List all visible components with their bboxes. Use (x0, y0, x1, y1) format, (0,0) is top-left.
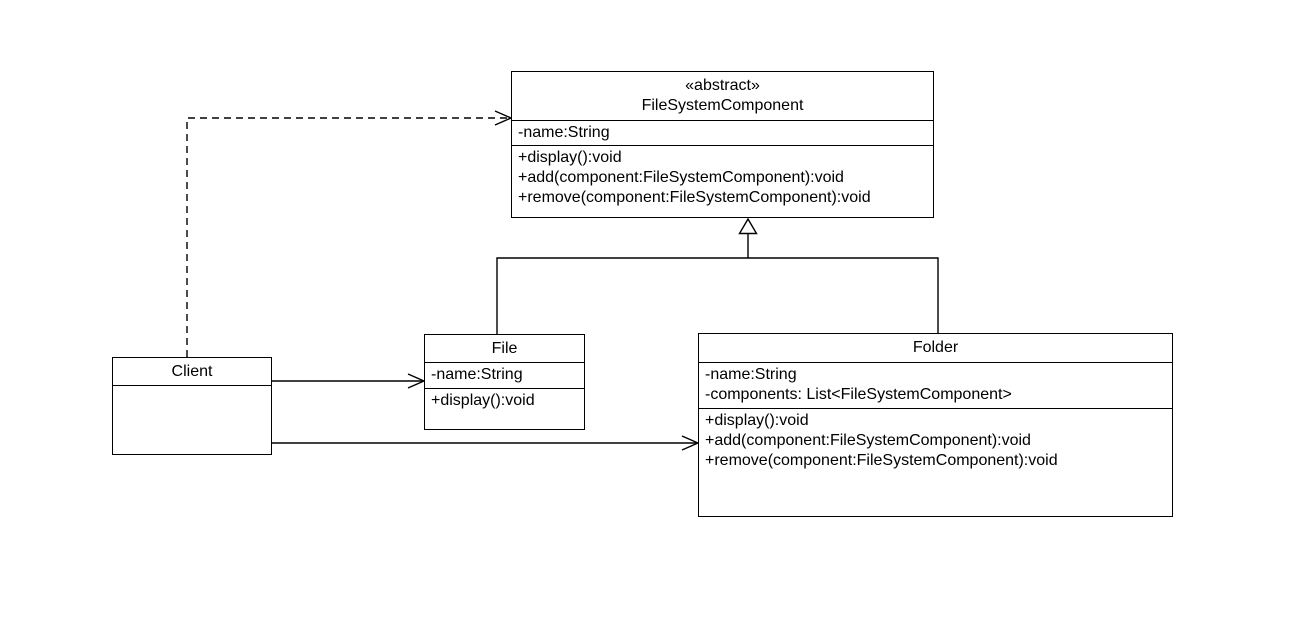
method-item: +display():void (431, 392, 535, 409)
class-name: Client (171, 362, 213, 380)
class-name: Folder (912, 339, 959, 356)
class-name: File (491, 339, 518, 357)
dependency-line (186, 117, 508, 357)
empty-body-compartment (113, 385, 271, 454)
generalization-branch-line (496, 257, 939, 334)
title-compartment: Folder (699, 334, 1172, 362)
dependency-open-arrowhead-icon (494, 110, 512, 126)
association-client-file-arrowhead-icon (407, 373, 425, 389)
method-item: +display():void (518, 149, 622, 166)
class-box-filesystemcomponent[interactable]: «abstract» FileSystemComponent -name:Str… (511, 71, 934, 218)
method-item: +add(component:FileSystemComponent):void (518, 169, 844, 186)
method-item: +remove(component:FileSystemComponent):v… (705, 452, 1058, 469)
method-item: +add(component:FileSystemComponent):void (705, 432, 1031, 449)
methods-compartment: +display():void +add(component:FileSyste… (512, 145, 933, 217)
attributes-compartment: -name:String (425, 362, 584, 388)
attribute-item: -name:String (431, 366, 523, 383)
class-name: FileSystemComponent (641, 97, 804, 114)
attribute-item: -name:String (705, 366, 797, 383)
association-client-folder-arrowhead-icon (681, 435, 699, 451)
methods-compartment: +display():void +add(component:FileSyste… (699, 408, 1172, 516)
attribute-item: -components: List<FileSystemComponent> (705, 386, 1012, 403)
class-box-folder[interactable]: Folder -name:String -components: List<Fi… (698, 333, 1173, 517)
methods-compartment: +display():void (425, 388, 584, 429)
title-compartment: «abstract» FileSystemComponent (512, 72, 933, 120)
class-box-file[interactable]: File -name:String +display():void (424, 334, 585, 430)
method-item: +display():void (705, 412, 809, 429)
attribute-item: -name:String (518, 124, 610, 141)
method-item: +remove(component:FileSystemComponent):v… (518, 189, 871, 206)
attributes-compartment: -name:String -components: List<FileSyste… (699, 362, 1172, 408)
title-compartment: File (425, 335, 584, 362)
class-box-client[interactable]: Client (112, 357, 272, 455)
title-compartment: Client (113, 358, 271, 385)
generalization-triangle-icon (738, 217, 758, 235)
attributes-compartment: -name:String (512, 120, 933, 145)
class-stereotype: «abstract» (685, 77, 760, 94)
